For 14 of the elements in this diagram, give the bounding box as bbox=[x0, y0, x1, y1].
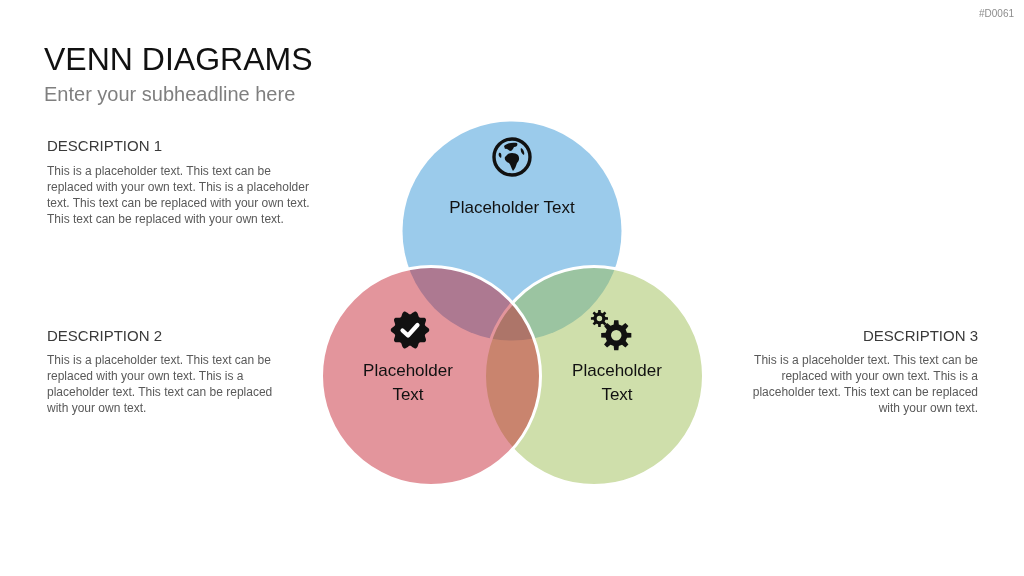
description-text: This is a placeholder text. This text can be replaced with your own text. This is a placeholder text. This text can be replaced with your own text. bbox=[751, 352, 978, 416]
venn-circle bbox=[401, 120, 623, 342]
venn-circle bbox=[320, 265, 542, 487]
circle-label: Placeholder Text bbox=[571, 360, 663, 406]
description-text: This is a placeholder text. This text can be replaced with your own text. This is a placeholder text. This text can be replaced with your own text. This text can be replaced with your own text. bbox=[47, 163, 311, 227]
reference-code: #D0061 bbox=[978, 7, 1014, 21]
description-heading: DESCRIPTION 3 bbox=[862, 327, 978, 345]
circle-label: Placeholder Text bbox=[448, 197, 576, 219]
description-heading: DESCRIPTION 2 bbox=[47, 327, 163, 345]
slide-title: VENN DIAGRAMS bbox=[44, 41, 313, 77]
subtitle: Enter your subheadline here bbox=[44, 82, 296, 106]
description-heading: DESCRIPTION 1 bbox=[47, 137, 163, 155]
circle-label: Placeholder Text bbox=[362, 360, 454, 406]
description-text: This is a placeholder text. This text can be replaced with your own text. This is a placeholder text. This text can be replaced with your own text. bbox=[47, 352, 274, 416]
